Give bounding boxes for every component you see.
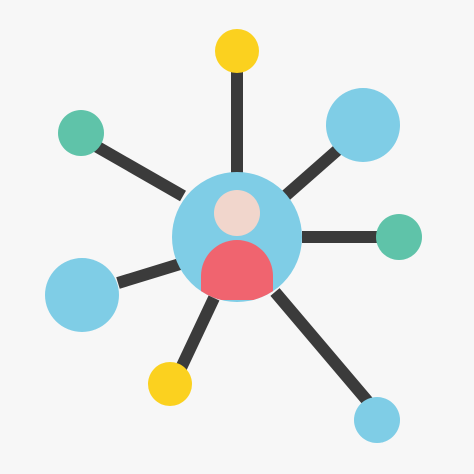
connectors (91, 70, 378, 408)
left-blue-node-icon (45, 258, 119, 332)
connector-bottom-left (175, 295, 220, 371)
connector-left (116, 258, 182, 289)
person-head-icon (214, 190, 260, 236)
bottom-right-blue-node-icon (354, 397, 400, 443)
connector-top-left (91, 139, 186, 202)
top-left-teal-node-icon (58, 110, 104, 156)
person-body-icon (201, 240, 273, 300)
bottom-left-yellow-node-icon (148, 362, 192, 406)
top-yellow-node-icon (215, 29, 259, 73)
connector-bottom-right (270, 288, 375, 408)
person-icon (201, 190, 273, 300)
connector-top-right (279, 142, 345, 203)
top-right-blue-node-icon (326, 88, 400, 162)
right-teal-node-icon (376, 214, 422, 260)
